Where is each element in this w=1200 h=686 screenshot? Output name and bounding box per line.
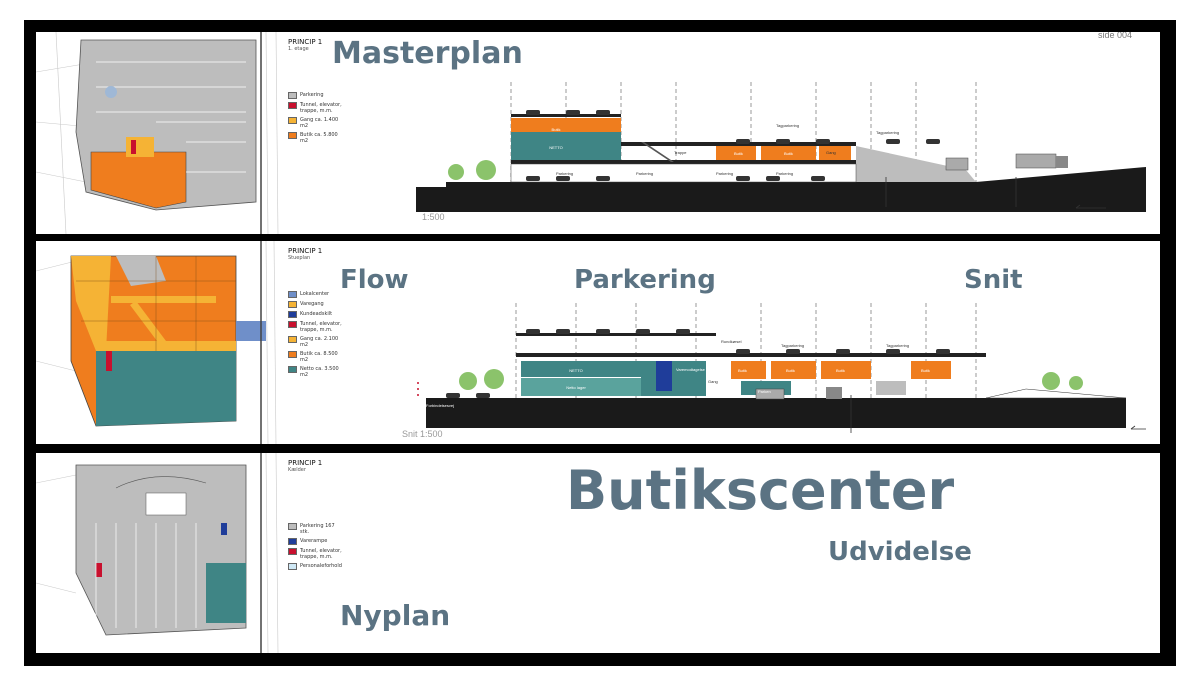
section1-label: Butik	[552, 127, 561, 132]
scale-label: 1:500	[422, 212, 445, 222]
legend-item: Gang ca. 2.100 m2	[288, 336, 343, 348]
legend-swatch	[288, 301, 297, 308]
section1-label: Tagparkering	[776, 123, 799, 128]
section2-label: Tagparkering	[781, 343, 804, 348]
legend-swatch	[288, 523, 297, 530]
section1-label: Gang	[826, 150, 836, 155]
section2-label: Forbindelsesvej	[426, 403, 454, 408]
legend-swatch	[288, 132, 297, 139]
plan3-subtitle: Kælder	[288, 467, 306, 473]
legend-swatch	[288, 563, 297, 570]
legend-label: Parkering	[300, 92, 324, 98]
legend-label: Tunnel, elevator, trappe, m.m.	[300, 321, 342, 333]
legend-item: Tunnel, elevator, trappe, m.m.	[288, 548, 343, 560]
heading-butikscenter: Butikscenter	[566, 459, 955, 522]
legend-swatch	[288, 291, 297, 298]
section1-label: Butik	[784, 151, 793, 156]
section-drawing-2: Rundkørsel NETTO Varemodtagelse Netto la…	[386, 303, 1146, 433]
section1-label: Parkering	[636, 171, 653, 176]
legend-plan2: PRINCIP 1 Stueplan Lokalcenter Varegang …	[288, 247, 343, 378]
legend-label: Tunnel, elevator, trappe, m.m.	[300, 548, 342, 560]
section2-label: Butik	[786, 368, 795, 373]
heading-udvidelse: Udvidelse	[828, 537, 972, 567]
legend-plan3: PRINCIP 1 Kælder Parkering 167 stk. Vare…	[288, 459, 343, 570]
legend-item: Tunnel, elevator, trappe, m.m.	[288, 321, 343, 333]
section2-label: Varemodtagelse	[676, 367, 706, 372]
legend-label: Varegang	[300, 301, 324, 307]
legend-swatch	[288, 117, 297, 124]
panel-flow: PRINCIP 1 Stueplan Lokalcenter Varegang …	[36, 241, 1160, 444]
section2-label: Rundkørsel	[721, 339, 742, 344]
legend-swatch	[288, 538, 297, 545]
legend-item: Lokalcenter	[288, 291, 343, 298]
section2-label: Tagparkering	[886, 343, 909, 348]
section1-label: Parkering	[716, 171, 733, 176]
legend-item: Kundeadskilt	[288, 311, 343, 318]
heading-masterplan: Masterplan	[332, 36, 523, 71]
legend-label: Tunnel, elevator, trappe, m.m.	[300, 102, 342, 114]
legend-item: Butik ca. 8.500 m2	[288, 351, 343, 363]
heading-flow: Flow	[340, 265, 409, 295]
section1-label: Butik	[734, 151, 743, 156]
legend-label: Gang ca. 2.100 m2	[300, 336, 339, 348]
floor-plan-first-floor	[36, 32, 336, 234]
legend-swatch	[288, 321, 297, 328]
legend-swatch	[288, 102, 297, 109]
section2-label: Butik	[738, 368, 747, 373]
legend-item: Tunnel, elevator, trappe, m.m.	[288, 102, 343, 114]
section1-label: Parkering	[776, 171, 793, 176]
scale-label: Snit 1:500	[402, 429, 443, 439]
floor-plan-basement	[36, 453, 336, 653]
plan2-title: PRINCIP 1	[288, 247, 323, 255]
section-drawing-1: Butik NETTO Trappe Tagparkering Tagparke…	[416, 82, 1146, 212]
legend-item: Parkering	[288, 92, 343, 99]
section1-label: Trappe	[674, 150, 687, 155]
presentation-frame: PRINCIP 1 1. etage Parkering Tunnel, ele…	[24, 20, 1176, 666]
section2-label: Parken	[758, 389, 771, 394]
plan3-title: PRINCIP 1	[288, 459, 323, 467]
plan1-title: PRINCIP 1	[288, 38, 323, 46]
legend-swatch	[288, 366, 297, 373]
legend-swatch	[288, 548, 297, 555]
legend-label: Parkering 167 stk.	[300, 523, 335, 535]
legend-label: Butik ca. 8.500 m2	[300, 351, 338, 363]
panel-nyplan: PRINCIP 1 Kælder Parkering 167 stk. Vare…	[36, 453, 1160, 653]
legend-plan1: PRINCIP 1 1. etage Parkering Tunnel, ele…	[288, 38, 343, 144]
panel-masterplan: PRINCIP 1 1. etage Parkering Tunnel, ele…	[36, 32, 1160, 234]
legend-item: Varerampe	[288, 538, 343, 545]
section2-label: Gang	[708, 379, 718, 384]
legend-item: Varegang	[288, 301, 343, 308]
legend-label: Lokalcenter	[300, 291, 330, 297]
legend-label: Personaleforhold	[300, 563, 342, 569]
legend-label: Netto ca. 3.500 m2	[300, 366, 339, 378]
legend-label: Gang ca. 1.400 m2	[300, 117, 339, 129]
legend-swatch	[288, 351, 297, 358]
legend-item: Personaleforhold	[288, 563, 343, 570]
heading-parkering: Parkering	[574, 265, 716, 295]
plan2-subtitle: Stueplan	[288, 255, 311, 261]
plan1-subtitle: 1. etage	[288, 46, 309, 52]
legend-swatch	[288, 336, 297, 343]
legend-label: Kundeadskilt	[300, 311, 333, 317]
page-number: side 004	[1097, 32, 1132, 40]
legend-label: Varerampe	[300, 538, 328, 544]
section2-label: Butik	[921, 368, 930, 373]
heading-nyplan: Nyplan	[340, 599, 451, 632]
legend-swatch	[288, 92, 297, 99]
floor-plan-ground-floor	[36, 241, 336, 444]
heading-snit: Snit	[964, 265, 1023, 295]
legend-swatch	[288, 311, 297, 318]
legend-item: Gang ca. 1.400 m2	[288, 117, 343, 129]
legend-item: Butik ca. 5.800 m2	[288, 132, 343, 144]
section2-label: Netto lager	[566, 385, 586, 390]
section1-label: Parkering	[556, 171, 573, 176]
section1-label: NETTO	[549, 145, 562, 150]
section2-label: NETTO	[569, 368, 582, 373]
section2-label: Butik	[836, 368, 845, 373]
legend-item: Parkering 167 stk.	[288, 523, 343, 535]
section1-label: Tagparkering	[876, 130, 899, 135]
legend-label: Butik ca. 5.800 m2	[300, 132, 338, 144]
legend-item: Netto ca. 3.500 m2	[288, 366, 343, 378]
